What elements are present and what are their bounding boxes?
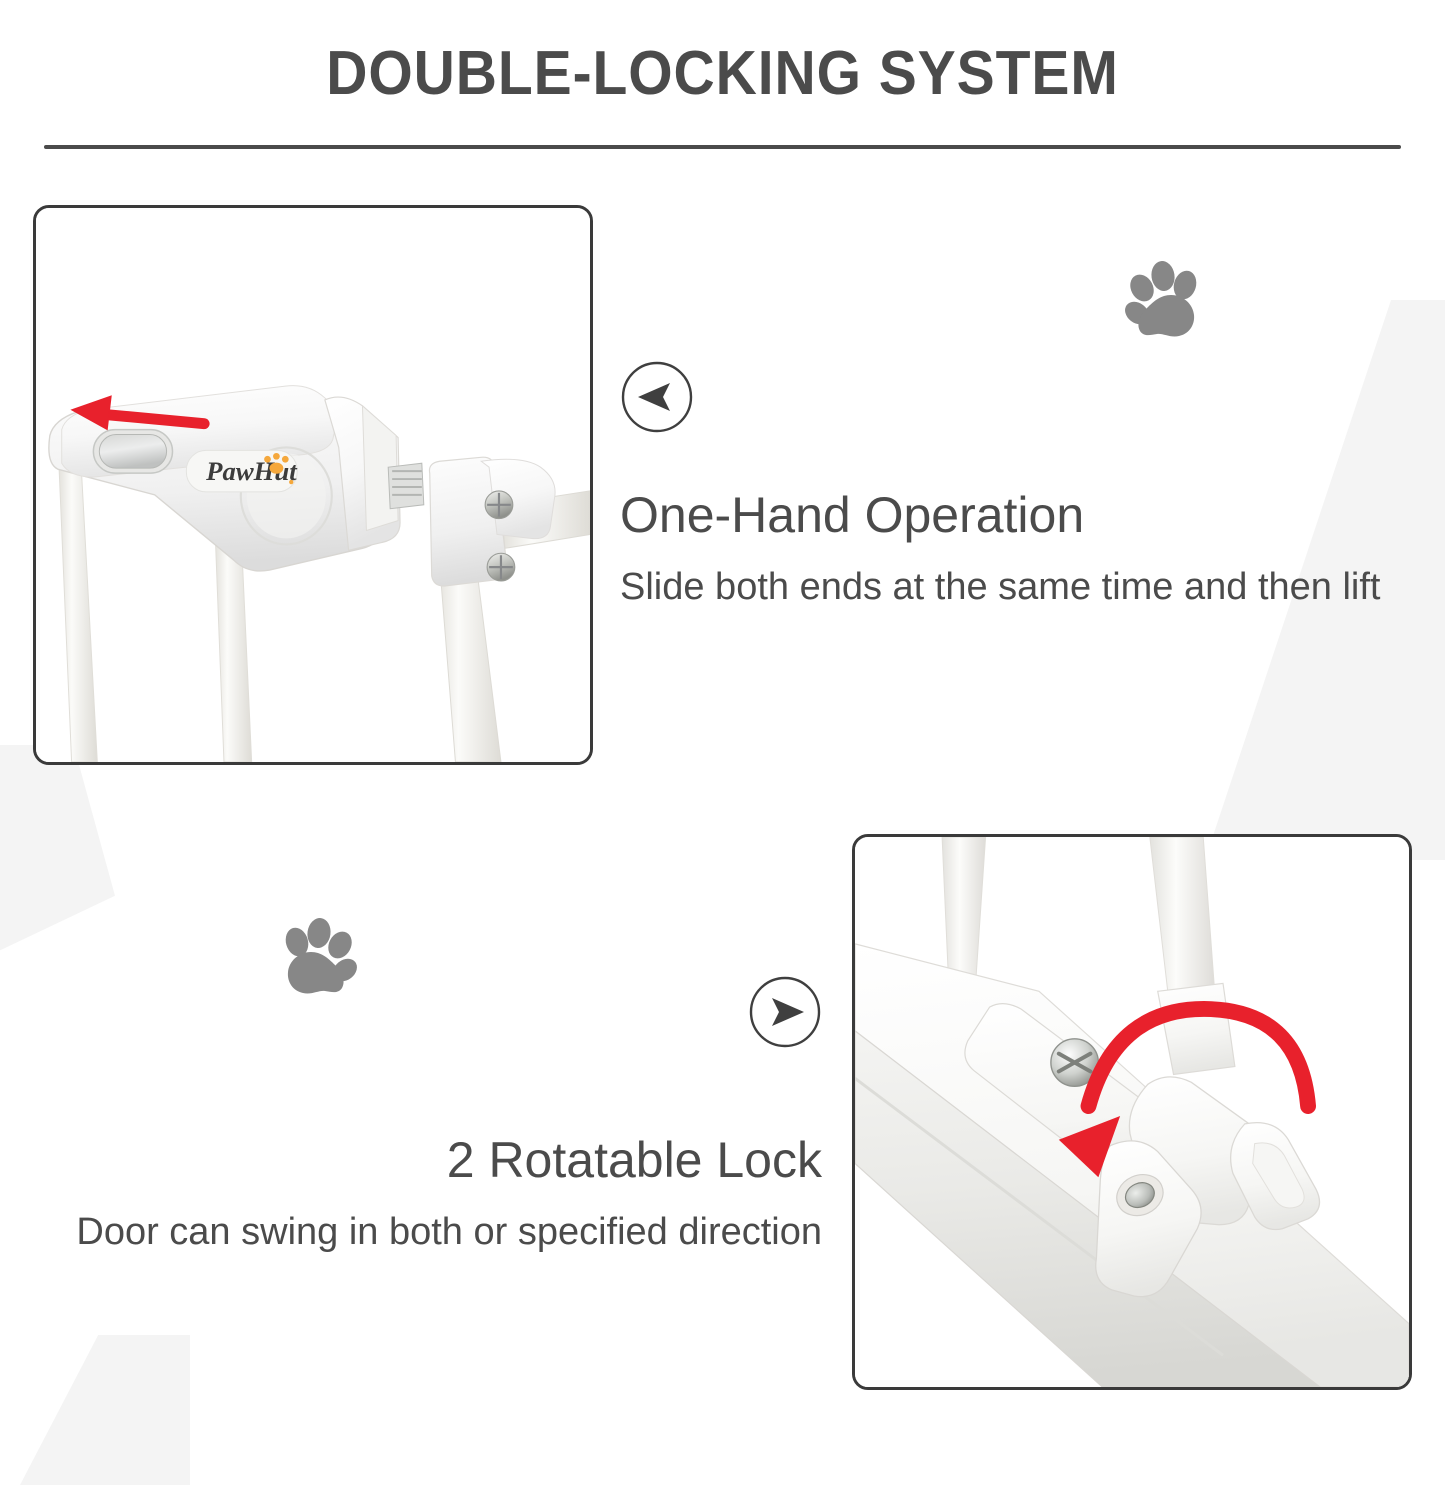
feature-heading: One-Hand Operation: [620, 487, 1085, 543]
red-direction-arrow: [70, 395, 210, 431]
feature-subtext: Door can swing in both or specified dire…: [76, 1211, 822, 1253]
latch-product-photo: PawHut: [36, 208, 590, 762]
red-rotation-arrow: [1058, 1001, 1316, 1178]
title-divider: [44, 145, 1401, 149]
feature-heading: 2 Rotatable Lock: [446, 1132, 822, 1188]
circled-left-arrow-icon: [621, 361, 693, 433]
pawhut-logo: PawHut: [185, 449, 298, 493]
feature-rotatable-lock: 2 Rotatable Lock Door can swing in both …: [10, 975, 822, 1254]
panel-latch-photo: PawHut: [33, 205, 593, 765]
circled-right-arrow-icon: [749, 976, 821, 1048]
background-wedge-left: [0, 745, 115, 1005]
feature-subtext: Slide both ends at the same time and the…: [620, 566, 1381, 608]
paw-print-icon: [1125, 261, 1197, 337]
panel-rotatable-lock-photo: [852, 834, 1412, 1390]
feature-one-hand-operation: One-Hand Operation Slide both ends at th…: [620, 360, 1430, 609]
paw-print-icon: [285, 918, 357, 994]
header: DOUBLE-LOCKING SYSTEM: [0, 0, 1445, 149]
page-title: DOUBLE-LOCKING SYSTEM: [326, 39, 1119, 108]
rotatable-lock-product-photo: [855, 837, 1409, 1387]
background-wedge-bottom-left: [20, 1335, 190, 1485]
